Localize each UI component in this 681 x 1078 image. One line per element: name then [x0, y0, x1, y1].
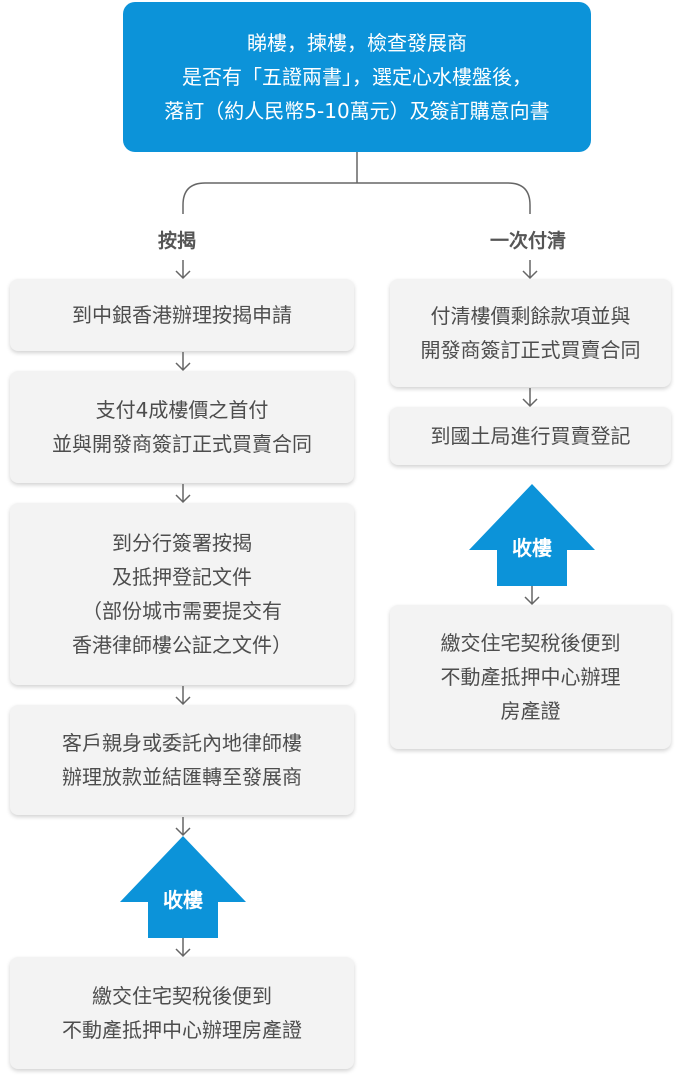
mortgage-step-3: 到分行簽署按揭 及抵押登記文件 （部份城市需要提交有 香港律師樓公証之文件） — [10, 503, 354, 685]
mortgage-branch-label: 按揭 — [158, 230, 197, 252]
full-payment-final-step: 繳交住宅契稅後便到 不動產抵押中心辦理 房產證 — [390, 605, 671, 749]
start-step-box: 睇樓，揀樓，檢查發展商 是否有「五證兩書」，選定心水樓盤後， 落訂（約人民幣5-… — [123, 2, 591, 152]
mortgage-step-4: 客戶親身或委託內地律師樓 辦理放款並結匯轉至發展商 — [10, 705, 354, 815]
arrow-down-icon — [175, 817, 191, 837]
step-text: 香港律師樓公証之文件） — [72, 633, 292, 657]
arrow-down-icon — [175, 686, 191, 706]
step-text: 繳交住宅契稅後便到 — [92, 984, 272, 1008]
step-text: 到中銀香港辦理按揭申請 — [72, 303, 292, 327]
step-text: 開發商簽訂正式買賣合同 — [420, 338, 641, 362]
full-payment-step-2: 到國土局進行買賣登記 — [390, 407, 671, 465]
full-payment-step-1: 付清樓價剩餘款項並與 開發商簽訂正式買賣合同 — [390, 279, 671, 387]
house-label: 收樓 — [163, 888, 203, 912]
mortgage-final-step: 繳交住宅契稅後便到 不動產抵押中心辦理房產證 — [10, 957, 354, 1069]
arrow-down-icon — [175, 938, 191, 958]
arrow-down-icon — [175, 260, 191, 280]
house-icon — [120, 836, 246, 938]
step-text: 到分行簽署按揭 — [112, 531, 252, 555]
step-text: 繳交住宅契稅後便到 — [440, 631, 621, 655]
mortgage-step-2: 支付4成樓價之首付 並與開發商簽訂正式買賣合同 — [10, 371, 354, 483]
step-text: 付清樓價剩餘款項並與 — [430, 304, 631, 328]
step-text: （部份城市需要提交有 — [82, 599, 282, 623]
step-text: 及抵押登記文件 — [112, 565, 252, 589]
step-text: 客戶親身或委託內地律師樓 — [62, 731, 302, 755]
arrow-down-icon — [522, 260, 538, 280]
house-icon — [469, 484, 595, 586]
step-text: 房產證 — [500, 699, 561, 723]
step-text: 不動產抵押中心辦理房產證 — [62, 1018, 302, 1042]
branch-connector — [182, 152, 531, 214]
step-text: 不動產抵押中心辦理 — [440, 665, 621, 689]
receive-property-house: 收樓 — [467, 482, 597, 588]
arrow-down-icon — [175, 352, 191, 372]
arrow-down-icon — [524, 586, 540, 606]
mortgage-step-1: 到中銀香港辦理按揭申請 — [10, 279, 354, 351]
step-text: 辦理放款並結匯轉至發展商 — [62, 765, 302, 789]
full-payment-branch-label: 一次付清 — [490, 230, 567, 252]
arrow-down-icon — [522, 388, 538, 408]
step-text: 並與開發商簽訂正式買賣合同 — [52, 432, 312, 456]
start-step-line: 落訂（約人民幣5-10萬元）及簽訂購意向書 — [164, 99, 550, 123]
receive-property-house: 收樓 — [118, 834, 248, 940]
house-label: 收樓 — [512, 536, 552, 560]
start-step-line: 睇樓，揀樓，檢查發展商 — [247, 31, 467, 55]
start-step-line: 是否有「五證兩書」，選定心水樓盤後， — [182, 65, 532, 89]
step-text: 到國土局進行買賣登記 — [430, 424, 631, 448]
arrow-down-icon — [175, 484, 191, 504]
step-text: 支付4成樓價之首付 — [95, 398, 269, 422]
